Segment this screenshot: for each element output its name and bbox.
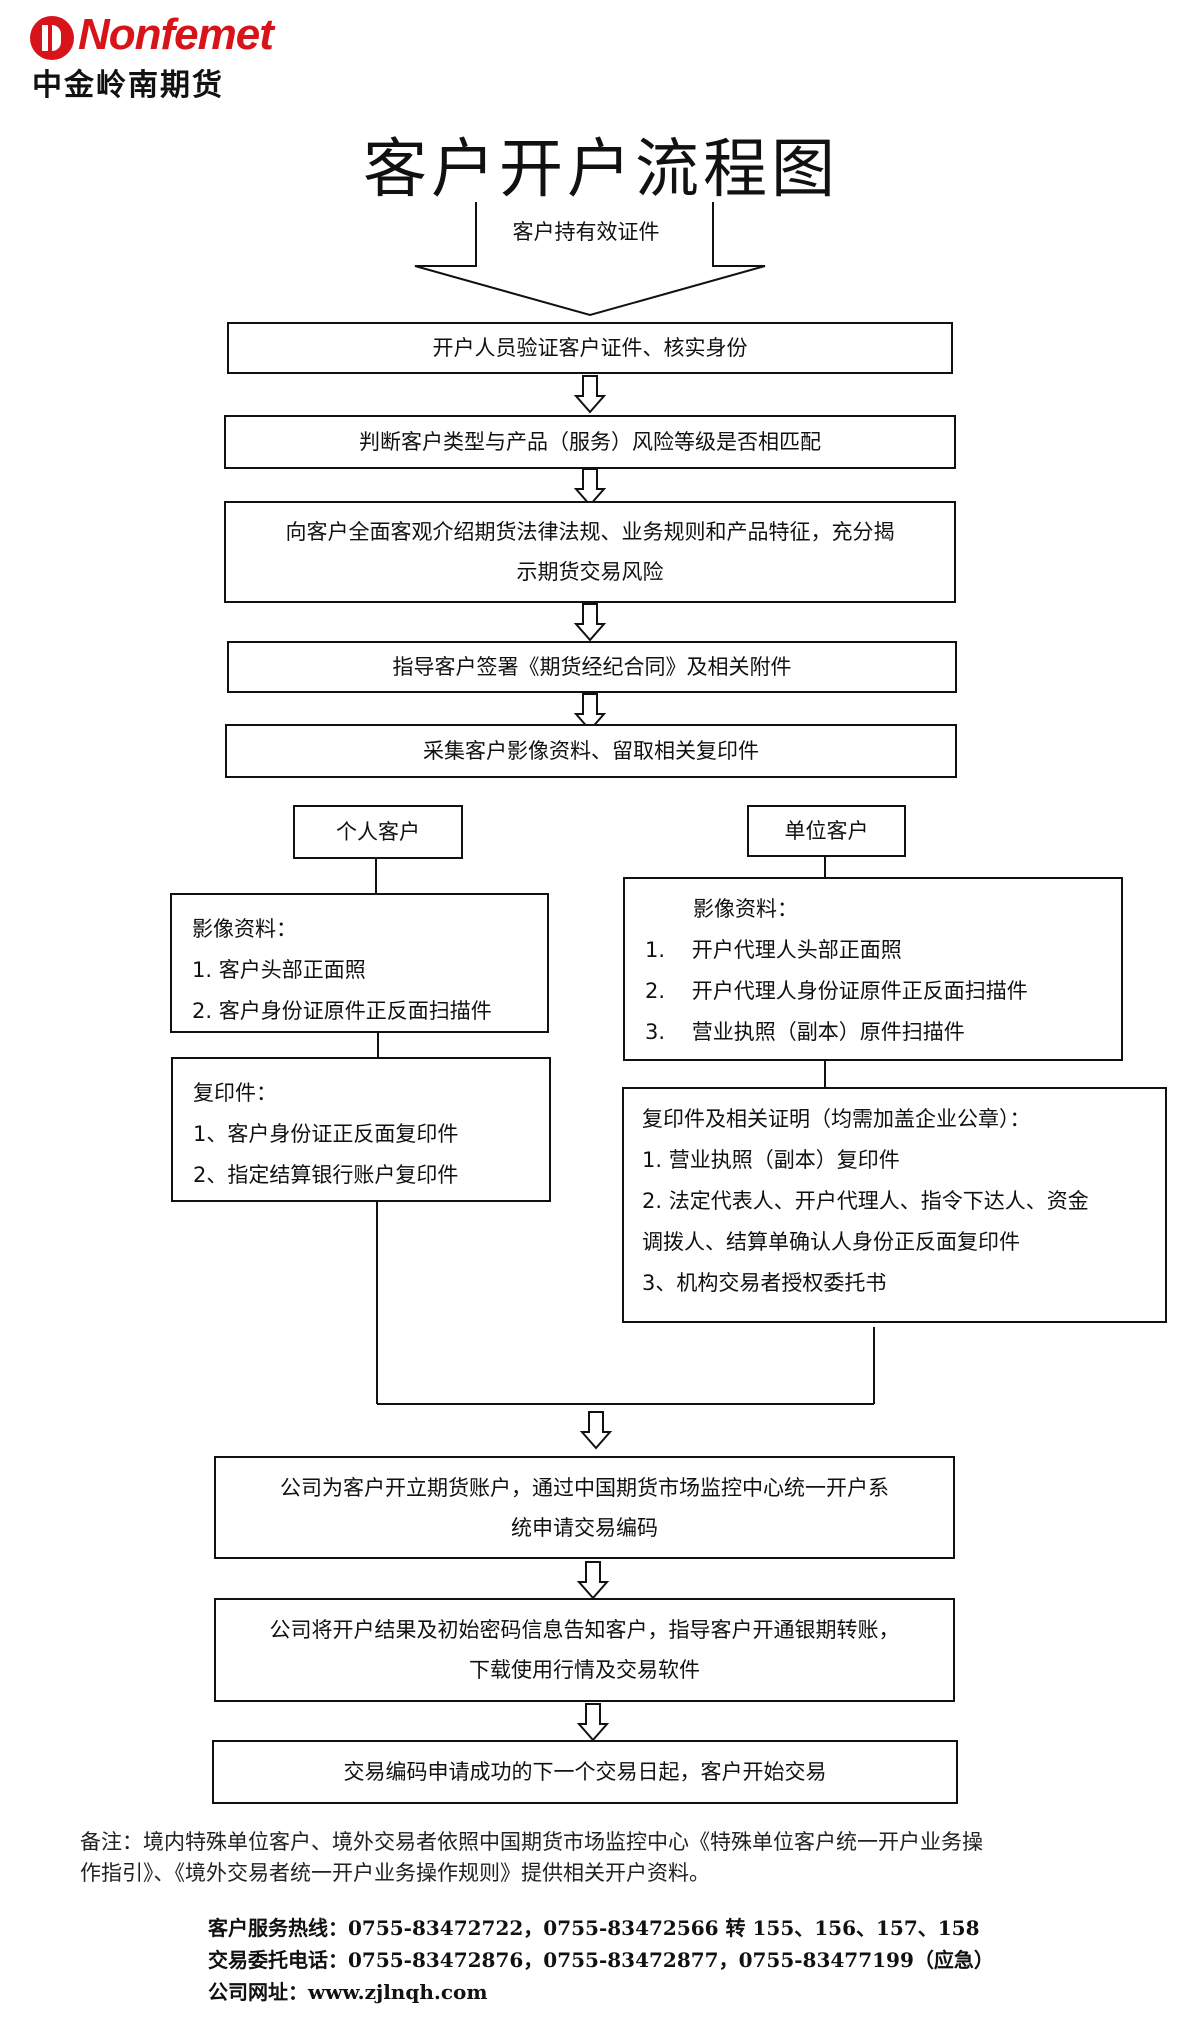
service-hotline: 客户服务热线：0755-83472722，0755-83472566 转 155… — [208, 1916, 980, 1940]
list-item: 2. 客户身份证原件正反面扫描件 — [192, 999, 492, 1023]
down-arrow-icon — [579, 1411, 613, 1450]
list-item: 2、指定结算银行账户复印件 — [193, 1163, 459, 1187]
list-item: 2. 开户代理人身份证原件正反面扫描件 — [645, 979, 1028, 1003]
individual-customer-label: 个人客户 — [293, 805, 463, 859]
list-item: 2. 法定代表人、开户代理人、指令下达人、资金 — [642, 1189, 1089, 1213]
corporate-image-title: 影像资料： — [693, 897, 798, 921]
list-item: 3. 营业执照（副本）原件扫描件 — [645, 1020, 965, 1044]
list-item: 1. 开户代理人头部正面照 — [645, 938, 902, 962]
down-arrow-icon — [573, 468, 607, 507]
logo-mark-icon — [30, 16, 74, 60]
step-start-trading: 交易编码申请成功的下一个交易日起，客户开始交易 — [212, 1740, 958, 1804]
remark-line1: 备注：境内特殊单位客户、境外交易者依照中国期货市场监控中心《特殊单位客户统一开户… — [80, 1830, 983, 1854]
step-notify-customer-line2: 下载使用行情及交易软件 — [469, 1658, 700, 1682]
start-label: 客户持有效证件 — [512, 220, 660, 244]
individual-image-title: 影像资料： — [192, 917, 297, 941]
list-item: 1. 营业执照（副本）复印件 — [642, 1148, 900, 1172]
step-collect-images: 采集客户影像资料、留取相关复印件 — [225, 724, 957, 778]
step-risk-disclosure-line1: 向客户全面客观介绍期货法律法规、业务规则和产品特征，充分揭 — [285, 520, 895, 544]
down-arrow-icon — [573, 693, 607, 732]
down-arrow-icon — [576, 1561, 610, 1600]
corporate-image-materials: 影像资料： 1. 开户代理人头部正面照 2. 开户代理人身份证原件正反面扫描件 … — [623, 877, 1123, 1061]
step-verify-identity: 开户人员验证客户证件、核实身份 — [227, 322, 953, 374]
step-notify-customer-line1: 公司将开户结果及初始密码信息告知客户，指导客户开通银期转账， — [269, 1618, 900, 1642]
step-risk-disclosure: 向客户全面客观介绍期货法律法规、业务规则和产品特征，充分揭 示期货交易风险 — [224, 501, 956, 603]
logo-chinese-name: 中金岭南期货 — [32, 68, 224, 103]
individual-copy-title: 复印件： — [193, 1081, 277, 1105]
list-item: 1. 客户头部正面照 — [192, 958, 366, 982]
remark-line2: 作指引》、《境外交易者统一开户业务操作规则》提供相关开户资料。 — [80, 1861, 710, 1885]
remark-note: 备注：境内特殊单位客户、境外交易者依照中国期货市场监控中心《特殊单位客户统一开户… — [80, 1827, 1140, 1889]
individual-image-materials: 影像资料： 1. 客户头部正面照 2. 客户身份证原件正反面扫描件 — [170, 893, 549, 1033]
corporate-copies: 复印件及相关证明（均需加盖企业公章）： 1. 营业执照（副本）复印件 2. 法定… — [622, 1087, 1167, 1323]
corporate-copy-title: 复印件及相关证明（均需加盖企业公章）： — [642, 1107, 1031, 1131]
trading-entrust-phone: 交易委托电话：0755-83472876，0755-83472877，0755-… — [208, 1948, 994, 1972]
individual-copies: 复印件： 1、客户身份证正反面复印件 2、指定结算银行账户复印件 — [171, 1057, 551, 1202]
step-risk-disclosure-line2: 示期货交易风险 — [516, 560, 664, 584]
step-open-account: 公司为客户开立期货账户，通过中国期货市场监控中心统一开户系 统申请交易编码 — [214, 1456, 955, 1559]
corporate-customer-label: 单位客户 — [747, 805, 906, 857]
step-notify-customer: 公司将开户结果及初始密码信息告知客户，指导客户开通银期转账， 下载使用行情及交易… — [214, 1598, 955, 1702]
company-logo: Nonfemet 中金岭南期货 — [30, 10, 274, 103]
list-item: 3、机构交易者授权委托书 — [642, 1271, 887, 1295]
step-risk-match: 判断客户类型与产品（服务）风险等级是否相匹配 — [224, 415, 956, 469]
step-open-account-line2: 统申请交易编码 — [511, 1515, 658, 1540]
step-sign-contract: 指导客户签署《期货经纪合同》及相关附件 — [227, 641, 957, 693]
page-title: 客户开户流程图 — [363, 133, 839, 207]
start-arrow — [414, 202, 766, 317]
company-website: 公司网址：www.zjlnqh.com — [208, 1980, 488, 2004]
logo-english-name: Nonfemet — [78, 10, 274, 59]
down-arrow-icon — [576, 1703, 610, 1742]
list-item: 1、客户身份证正反面复印件 — [193, 1122, 459, 1146]
down-arrow-icon — [573, 603, 607, 642]
step-open-account-line1: 公司为客户开立期货账户，通过中国期货市场监控中心统一开户系 — [280, 1475, 889, 1500]
list-item: 调拨人、结算单确认人身份正反面复印件 — [642, 1230, 1020, 1254]
down-arrow-icon — [573, 375, 607, 414]
